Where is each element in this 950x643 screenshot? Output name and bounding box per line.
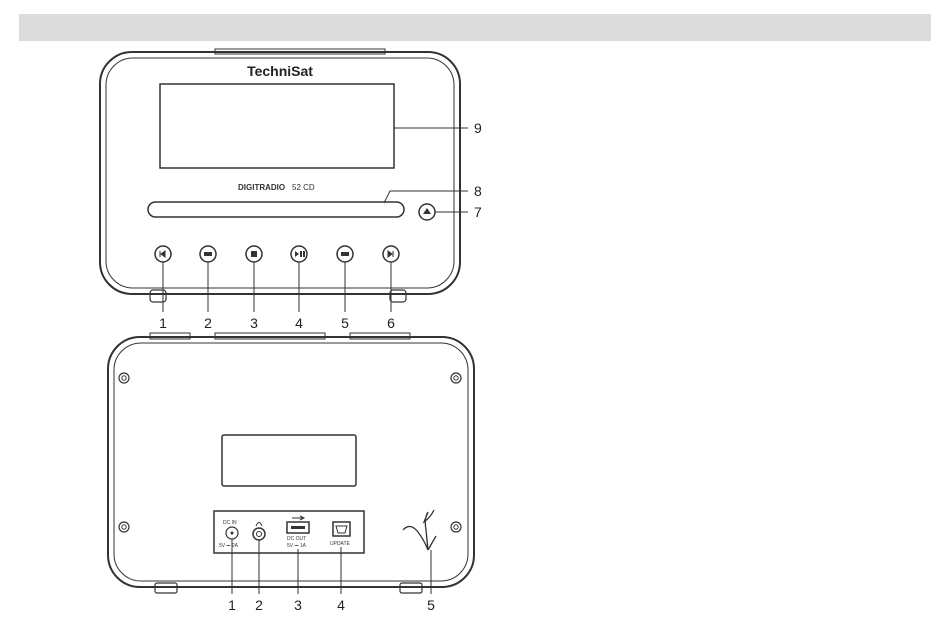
connector-number-1: 1	[228, 597, 236, 613]
callout-7: 7	[474, 204, 482, 220]
update-label: UPDATE	[330, 541, 351, 547]
front-housing-inner	[106, 58, 454, 288]
screw-top-left	[119, 373, 129, 383]
next-icon	[388, 251, 393, 257]
front-foot-left	[150, 290, 166, 302]
button-1[interactable]	[155, 246, 171, 262]
cd-slot	[148, 202, 404, 217]
menu-icon	[341, 252, 349, 256]
callout-8: 8	[474, 183, 482, 199]
back-view: DC IN 5V ⎓ 2A DC OUT 5V ⎓ 1A UPDATE	[108, 333, 474, 613]
display-window	[160, 84, 394, 168]
screw-bottom-right	[451, 522, 461, 532]
front-foot-right	[390, 290, 406, 302]
back-housing	[108, 337, 474, 587]
brand-logo: TechniSat	[247, 63, 313, 79]
usb-label: DC OUT	[287, 536, 306, 542]
rating-label-area	[222, 435, 356, 486]
connector-number-4: 4	[337, 597, 345, 613]
button-number-2: 2	[204, 315, 212, 331]
button-number-3: 3	[250, 315, 258, 331]
play-pause-icon	[295, 251, 305, 257]
antenna-wire	[403, 510, 436, 550]
usb-port[interactable]	[287, 522, 309, 533]
prev-icon	[160, 251, 165, 257]
connector-leaders	[232, 539, 431, 594]
stop-icon	[251, 251, 257, 257]
headphone-icon	[256, 523, 262, 527]
model-name: DIGITRADIO	[238, 183, 285, 192]
screw-top-right	[451, 373, 461, 383]
button-4[interactable]	[291, 246, 307, 262]
button-number-1: 1	[159, 315, 167, 331]
button-3[interactable]	[246, 246, 262, 262]
button-2[interactable]	[200, 246, 216, 262]
button-number-5: 5	[341, 315, 349, 331]
connector-number-5: 5	[427, 597, 435, 613]
button-number-4: 4	[295, 315, 303, 331]
dc-in-label: DC IN	[223, 520, 237, 526]
usb-icon	[292, 516, 304, 520]
headphone-jack[interactable]	[253, 528, 265, 540]
button-5[interactable]	[337, 246, 353, 262]
update-port[interactable]	[333, 522, 350, 536]
button-number-6: 6	[387, 315, 395, 331]
front-view: TechniSat DIGITRADIO 52 CD 9 8 7	[100, 49, 482, 331]
callout-line-slot	[384, 191, 468, 203]
dc-in-spec: 5V ⎓ 2A	[219, 543, 239, 549]
dc-in-jack[interactable]	[226, 527, 238, 539]
button-leaders	[163, 262, 391, 312]
model-number: 52 CD	[292, 183, 315, 192]
screw-bottom-left	[119, 522, 129, 532]
eject-icon	[423, 208, 431, 214]
eject-button[interactable]	[419, 204, 435, 220]
connector-number-3: 3	[294, 597, 302, 613]
connector-number-2: 2	[255, 597, 263, 613]
callout-9: 9	[474, 120, 482, 136]
front-housing	[100, 52, 460, 294]
usb-spec: 5V ⎓ 1A	[287, 543, 307, 549]
button-6[interactable]	[383, 246, 399, 262]
mode-icon	[204, 252, 212, 256]
